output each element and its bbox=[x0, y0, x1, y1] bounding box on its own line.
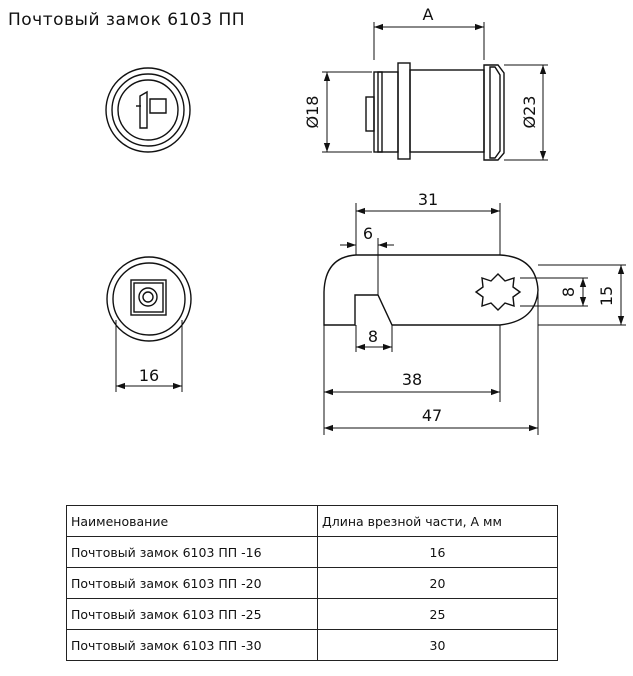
table-row: Почтовый замок 6103 ПП -25 25 bbox=[66, 598, 558, 630]
specification-table: Наименование Длина врезной части, А мм П… bbox=[66, 505, 558, 661]
drawing-title: Почтовый замок 6103 ПП bbox=[8, 10, 246, 30]
side-view-dimensions bbox=[322, 22, 548, 161]
dimension-15-label: 15 bbox=[597, 286, 616, 306]
dimension-d23-label: Ø23 bbox=[520, 96, 539, 129]
header-length: Длина врезной части, А мм bbox=[317, 505, 558, 537]
cam-plate bbox=[323, 254, 539, 326]
dimension-38-label: 38 bbox=[402, 370, 422, 389]
rear-view-dimension-16 bbox=[115, 320, 183, 392]
dimension-31-label: 31 bbox=[418, 190, 438, 209]
row-length: 16 bbox=[317, 536, 558, 568]
dimension-16-label: 16 bbox=[139, 366, 159, 385]
side-view-body bbox=[365, 62, 505, 161]
row-name: Почтовый замок 6103 ПП -20 bbox=[66, 567, 318, 599]
dimension-d18-label: Ø18 bbox=[303, 96, 322, 129]
table-row: Почтовый замок 6103 ПП -16 16 bbox=[66, 536, 558, 568]
dimension-6-label: 6 bbox=[363, 224, 373, 243]
table-header-row: Наименование Длина врезной части, А мм bbox=[66, 505, 558, 537]
row-name: Почтовый замок 6103 ПП -16 bbox=[66, 536, 318, 568]
row-name: Почтовый замок 6103 ПП -25 bbox=[66, 598, 318, 630]
cam-dimensions bbox=[323, 203, 626, 435]
dimension-a-label: А bbox=[423, 5, 434, 24]
table-row: Почтовый замок 6103 ПП -20 20 bbox=[66, 567, 558, 599]
rear-view-square-shaft bbox=[106, 256, 192, 342]
front-view-keyhole bbox=[105, 67, 191, 153]
row-length: 25 bbox=[317, 598, 558, 630]
header-name: Наименование bbox=[66, 505, 318, 537]
dimension-8-hole-label: 8 bbox=[559, 287, 578, 297]
dimension-8-slot-label: 8 bbox=[368, 327, 378, 346]
row-name: Почтовый замок 6103 ПП -30 bbox=[66, 629, 318, 661]
row-length: 20 bbox=[317, 567, 558, 599]
dimension-47-label: 47 bbox=[422, 406, 442, 425]
technical-drawing: А Ø18 Ø23 16 bbox=[105, 5, 626, 435]
row-length: 30 bbox=[317, 629, 558, 661]
table-row: Почтовый замок 6103 ПП -30 30 bbox=[66, 629, 558, 661]
